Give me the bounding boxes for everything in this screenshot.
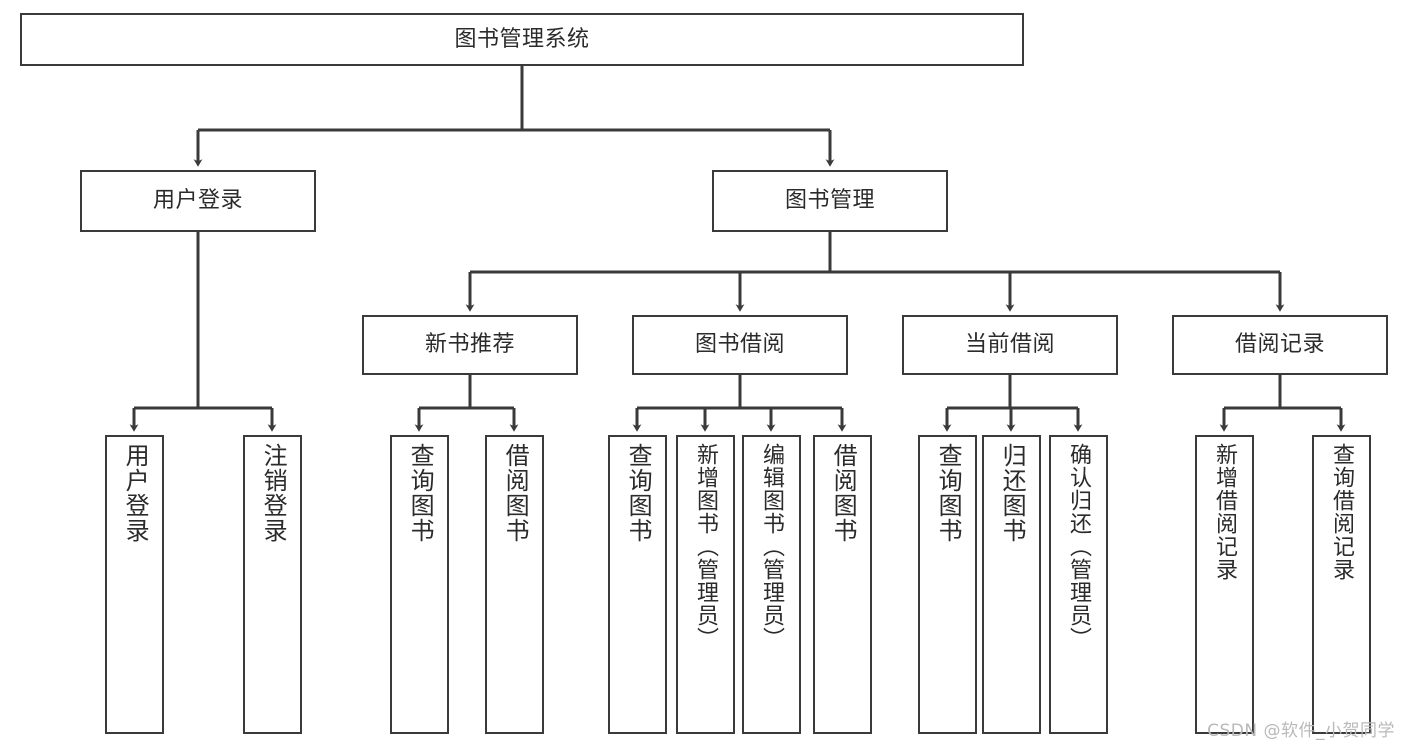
leaf-add-borrow-record-label: 新增借阅记录 <box>1212 443 1238 581</box>
leaf-edit-book-admin[interactable]: 编辑图书（管理员） <box>742 435 801 734</box>
leaf-borrow-book-recommend-label: 借阅图书 <box>501 443 530 543</box>
leaf-user-login[interactable]: 用户登录 <box>105 435 164 734</box>
leaf-return-book-label: 归还图书 <box>998 443 1027 543</box>
node-borrow-record[interactable]: 借阅记录 <box>1172 315 1388 375</box>
leaf-edit-book-admin-label: 编辑图书（管理员） <box>759 443 785 650</box>
leaf-return-book[interactable]: 归还图书 <box>982 435 1041 734</box>
leaf-query-book-current[interactable]: 查询图书 <box>918 435 977 734</box>
leaf-query-book-current-label: 查询图书 <box>934 443 963 543</box>
leaf-user-login-label: 用户登录 <box>121 443 150 543</box>
leaf-query-book-recommend-label: 查询图书 <box>406 443 435 543</box>
node-current-borrow[interactable]: 当前借阅 <box>902 315 1118 375</box>
node-new-book-recommend[interactable]: 新书推荐 <box>362 315 578 375</box>
node-book-management-label: 图书管理 <box>784 188 875 214</box>
node-book-borrow[interactable]: 图书借阅 <box>632 315 848 375</box>
leaf-borrow-book-recommend[interactable]: 借阅图书 <box>485 435 544 734</box>
leaf-confirm-return-admin[interactable]: 确认归还（管理员） <box>1049 435 1108 734</box>
node-new-book-recommend-label: 新书推荐 <box>424 332 515 358</box>
node-user-login-label: 用户登录 <box>152 188 243 214</box>
node-book-management[interactable]: 图书管理 <box>712 170 948 232</box>
node-current-borrow-label: 当前借阅 <box>964 332 1055 358</box>
leaf-borrow-book[interactable]: 借阅图书 <box>813 435 872 734</box>
leaf-add-book-admin[interactable]: 新增图书（管理员） <box>676 435 735 734</box>
leaf-query-borrow-record-label: 查询借阅记录 <box>1329 443 1355 581</box>
node-root-label: 图书管理系统 <box>454 26 590 52</box>
leaf-query-borrow-record[interactable]: 查询借阅记录 <box>1312 435 1371 734</box>
leaf-logout-label: 注销登录 <box>259 443 288 543</box>
leaf-logout[interactable]: 注销登录 <box>243 435 302 734</box>
node-user-login[interactable]: 用户登录 <box>80 170 316 232</box>
leaf-add-book-admin-label: 新增图书（管理员） <box>693 443 719 650</box>
leaf-query-book-borrow-label: 查询图书 <box>624 443 653 543</box>
node-borrow-record-label: 借阅记录 <box>1234 332 1325 358</box>
leaf-borrow-book-label: 借阅图书 <box>829 443 858 543</box>
leaf-query-book-borrow[interactable]: 查询图书 <box>608 435 667 734</box>
node-book-borrow-label: 图书借阅 <box>694 332 785 358</box>
leaf-add-borrow-record[interactable]: 新增借阅记录 <box>1195 435 1254 734</box>
leaf-query-book-recommend[interactable]: 查询图书 <box>390 435 449 734</box>
node-root[interactable]: 图书管理系统 <box>20 13 1024 66</box>
leaf-confirm-return-admin-label: 确认归还（管理员） <box>1066 443 1092 650</box>
